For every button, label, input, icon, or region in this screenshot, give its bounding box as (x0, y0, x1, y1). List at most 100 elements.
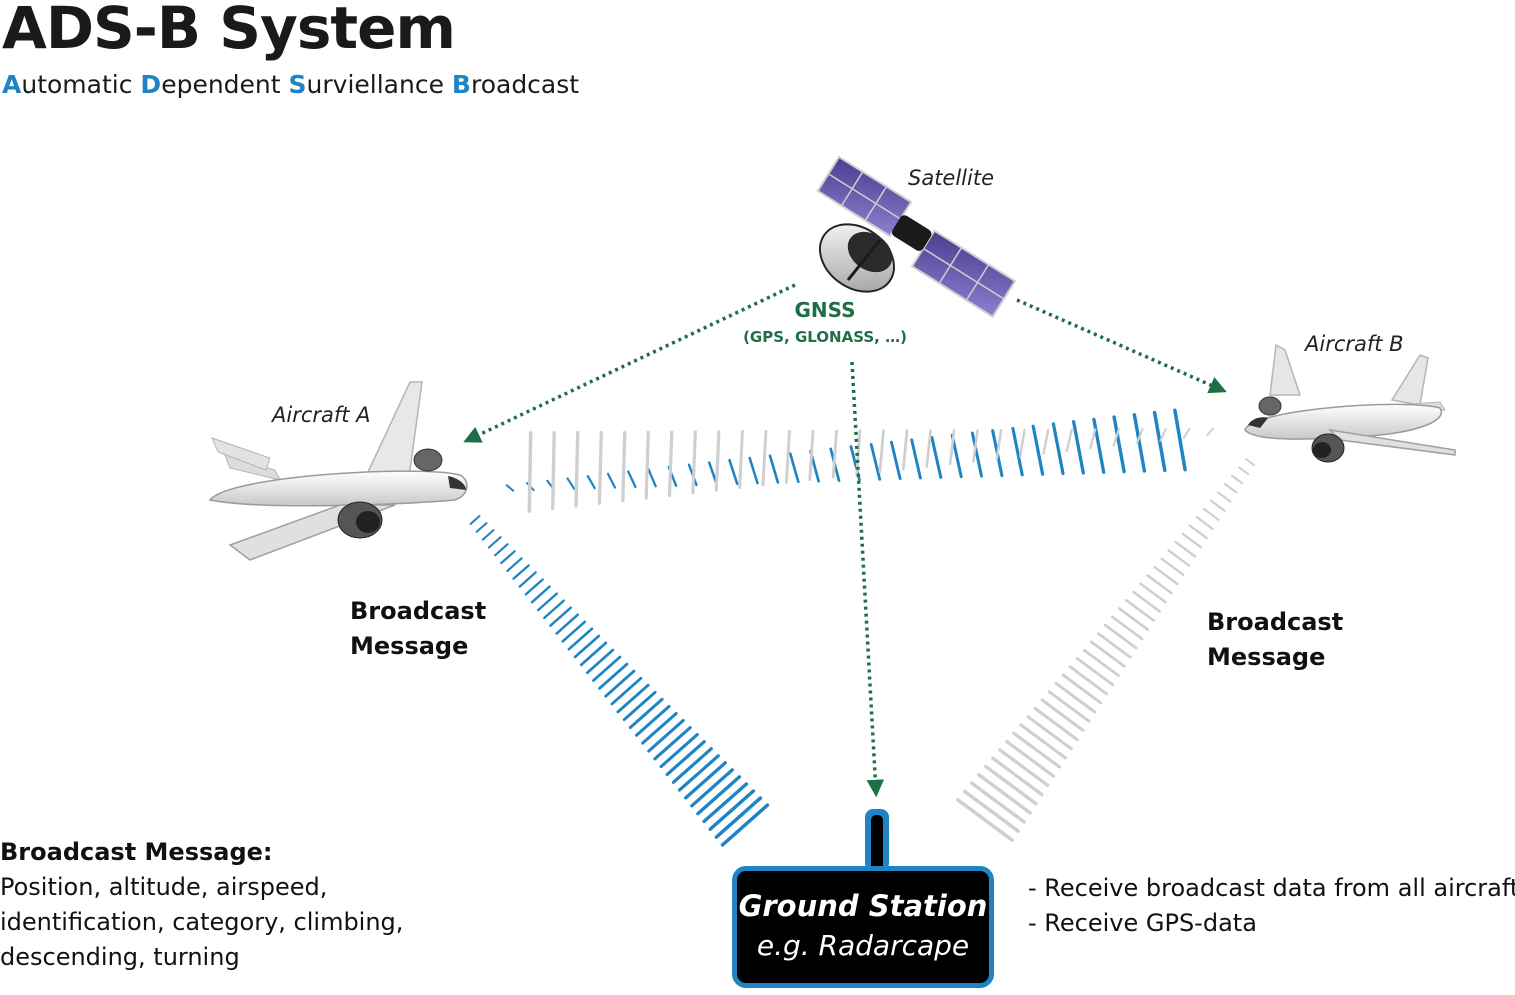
ground-station-box: Ground Station e.g. Radarcape (732, 866, 994, 988)
signal-dash-b-to-a (972, 428, 979, 463)
signal-dash-b-to-ground (1202, 507, 1220, 522)
signal-dash-b-to-ground (1245, 458, 1255, 466)
signal-dash-b-to-ground (1146, 574, 1173, 595)
signal-dash-a-to-ground (665, 740, 706, 777)
gnss-sublabel: (GPS, GLONASS, …) (743, 328, 907, 346)
aircraft-b-label: Aircraft B (1305, 332, 1404, 356)
signal-dash-a-to-ground (628, 697, 664, 729)
signal-dash-b-to-a (714, 430, 721, 492)
signal-dash-a-to-ground (659, 733, 699, 769)
signal-dash-b-to-ground (1167, 549, 1191, 567)
satellite-icon (816, 155, 1017, 319)
signal-dash-a-to-ground (690, 768, 734, 808)
signal-dash-b-to-ground (1132, 590, 1161, 613)
signal-dash-a-to-ground (622, 690, 657, 722)
signal-dash-a-to-b (1031, 424, 1045, 476)
signal-dash-a-to-b (889, 440, 902, 481)
ground-station-antenna-icon (865, 809, 889, 871)
signal-dash-a-to-ground (684, 761, 727, 800)
gnss-arrow-to-aircraft-a (463, 283, 796, 443)
signal-dash-b-to-ground (1103, 623, 1138, 650)
signal-dash-b-to-a (597, 430, 603, 505)
aircraft-b-icon (1244, 343, 1456, 463)
signal-dash-b-to-ground (1118, 607, 1150, 632)
signal-dash-b-to-ground (1061, 673, 1103, 705)
signal-dash-b-to-ground (1082, 648, 1120, 677)
subtitle-rest-a: utomatic (21, 70, 141, 99)
signal-dash-a-to-b (748, 456, 759, 485)
signal-dash-b-to-ground (962, 789, 1020, 833)
signal-dash-b-to-ground (955, 798, 1015, 842)
signal-dash-a-to-b (1092, 417, 1106, 474)
aircraft-a-icon (208, 381, 468, 561)
signal-dash-b-to-ground (1054, 681, 1097, 714)
signal-dash-a-to-b (586, 475, 596, 490)
signal-dash-a-to-b (768, 454, 780, 484)
signal-dash-b-to-a (948, 429, 956, 466)
signal-dash-a-to-ground (714, 796, 763, 839)
signal-dash-b-to-a (1089, 428, 1097, 450)
broadcast-b-line1: Broadcast (1207, 608, 1344, 636)
signal-dash-a-to-ground (579, 641, 608, 667)
signal-dash-b-to-ground (984, 764, 1038, 806)
subtitle-rest-b: roadcast (470, 70, 580, 99)
signal-dash-a-to-ground (475, 522, 488, 533)
signal-dash-b-to-a (901, 429, 909, 471)
signal-waves-aircraft-a-b (505, 408, 1214, 513)
signal-dash-a-to-ground (500, 550, 516, 565)
signal-dash-b-to-ground (1125, 598, 1156, 622)
signal-dash-b-to-a (1182, 427, 1191, 439)
signal-dash-b-to-a (1159, 428, 1167, 442)
signal-dash-a-to-ground (481, 529, 495, 541)
signal-dash-a-to-ground (616, 683, 650, 714)
signal-dash-a-to-ground (518, 571, 537, 588)
ground-station-example: e.g. Radarcape (756, 929, 970, 962)
signal-dash-a-to-ground (720, 803, 770, 847)
signal-dash-a-to-ground (469, 515, 481, 525)
signal-dash-b-to-a (527, 431, 533, 513)
signal-dash-b-to-a (925, 429, 932, 468)
signal-dash-b-to-ground (1089, 640, 1126, 668)
signal-dash-b-to-ground (1195, 516, 1214, 531)
signal-dash-a-to-b (1051, 422, 1065, 476)
signal-dash-b-to-ground (1068, 665, 1109, 696)
signal-dash-a-to-b (627, 470, 637, 489)
broadcast-a-line1: Broadcast (350, 597, 487, 625)
signal-dash-a-to-ground (555, 613, 580, 635)
signal-dash-b-to-a (574, 430, 580, 508)
signal-dash-b-to-a (831, 429, 838, 479)
ground-station-info-2: - Receive GPS-data (1028, 909, 1257, 937)
signal-dash-a-to-b (910, 438, 922, 480)
signal-dash-b-to-a (808, 429, 815, 482)
signal-dash-b-to-a (1112, 428, 1120, 447)
gnss-label-group: GNSS (GPS, GLONASS, …) (720, 298, 930, 346)
broadcast-message-line-3: descending, turning (0, 943, 240, 971)
broadcast-message-a-label: Broadcast Message (350, 594, 486, 664)
signal-dash-b-to-ground (1019, 723, 1068, 760)
signal-dash-b-to-a (738, 430, 744, 489)
signal-dash-a-to-ground (708, 789, 756, 831)
signal-dash-b-to-ground (1237, 466, 1250, 476)
signal-dash-a-to-b (788, 452, 800, 484)
signal-dash-b-to-ground (1188, 524, 1209, 540)
signal-dash-a-to-b (1173, 408, 1187, 472)
subtitle-accent-a: A (2, 70, 22, 99)
signal-dash-b-to-a (691, 430, 697, 495)
ground-station-info-1: - Receive broadcast data from all aircra… (1028, 874, 1515, 902)
signal-dash-a-to-b (1011, 426, 1024, 477)
signal-dash-a-to-ground (567, 627, 594, 651)
signal-dash-b-to-ground (1160, 557, 1185, 576)
signal-dash-a-to-ground (487, 536, 502, 549)
signal-dash-a-to-ground (702, 782, 749, 824)
signal-dash-a-to-ground (647, 718, 685, 753)
signal-dash-a-to-ground (641, 712, 678, 745)
subtitle-accent-b: B (451, 70, 471, 99)
signal-dash-b-to-ground (1075, 657, 1114, 687)
signal-dash-a-to-b (728, 458, 739, 486)
signal-dash-b-to-a (667, 430, 674, 497)
subtitle-accent-s: S (288, 70, 307, 99)
ground-station-title: Ground Station (738, 889, 988, 923)
broadcast-message-description: Broadcast Message: Position, altitude, a… (0, 835, 403, 975)
signal-dash-b-to-a (995, 428, 1003, 460)
